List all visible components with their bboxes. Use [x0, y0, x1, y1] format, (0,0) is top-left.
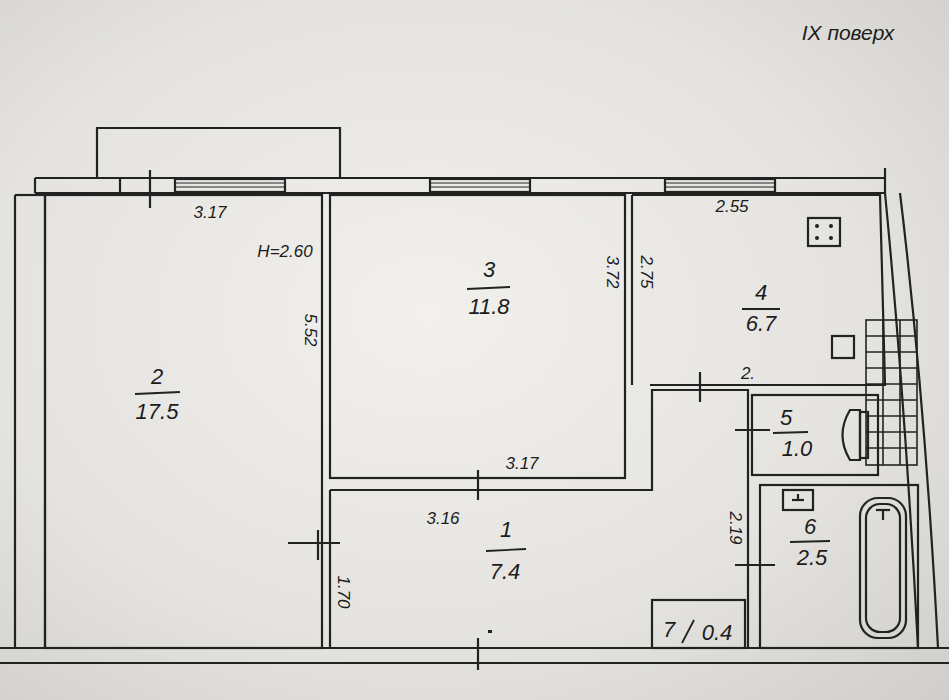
dimension-label: 3.16	[426, 510, 459, 527]
room-number: 3	[483, 259, 495, 281]
dimension-label: 2.75	[638, 255, 655, 288]
room-number: 5	[780, 407, 792, 429]
room-number: 6	[804, 516, 816, 538]
room-number: 2	[151, 366, 163, 388]
room: 217.5	[45, 195, 322, 648]
dimension-label: 2.19	[727, 511, 744, 544]
room-area: 1.0	[782, 438, 813, 460]
room-area: 7.4	[490, 561, 521, 583]
room: 51.0	[752, 395, 878, 475]
room: 62.5	[760, 485, 918, 648]
sink-symbol	[832, 336, 854, 358]
room: 311.8	[330, 195, 625, 478]
floor-title: IX поверх	[802, 22, 895, 43]
room-number: 1	[500, 519, 512, 541]
room-number: 7	[663, 619, 675, 641]
stove-symbol	[808, 218, 840, 246]
room-outline	[330, 390, 748, 648]
room: 17.4	[330, 390, 748, 648]
balcony	[97, 128, 340, 178]
dimension-label: 3.17	[505, 455, 538, 472]
dimension-label: 3.17	[193, 204, 226, 221]
room: 46.7	[632, 195, 882, 385]
dimension-label: 3.72	[604, 255, 621, 288]
dimension-label: 2.55	[715, 198, 748, 215]
room-outline	[330, 195, 625, 478]
tile-grid	[866, 320, 917, 465]
room-outline	[652, 600, 745, 648]
room: 70.4	[652, 600, 745, 648]
room-area: 17.5	[136, 401, 179, 423]
room-outline	[632, 195, 885, 385]
room-outline	[45, 195, 322, 648]
room-outline	[752, 395, 878, 475]
room-area: 6.7	[746, 313, 777, 335]
room-number: 4	[755, 282, 767, 304]
bathtub-symbol	[860, 498, 906, 638]
toilet-symbol	[843, 410, 861, 460]
room-area: 2.5	[797, 547, 828, 569]
fraction-line	[135, 287, 830, 643]
room-outline	[760, 485, 918, 648]
dimension-label: 1.70	[335, 575, 352, 608]
door-mark	[288, 372, 775, 670]
dimension-label: 2.	[741, 365, 755, 382]
dimension-label: 5.52	[302, 313, 319, 346]
window	[120, 170, 775, 208]
room-area: 11.8	[468, 296, 509, 318]
sink-symbol	[783, 490, 813, 510]
room-area: 0.4	[702, 622, 733, 644]
dimension-label: Н=2.60	[257, 243, 312, 260]
